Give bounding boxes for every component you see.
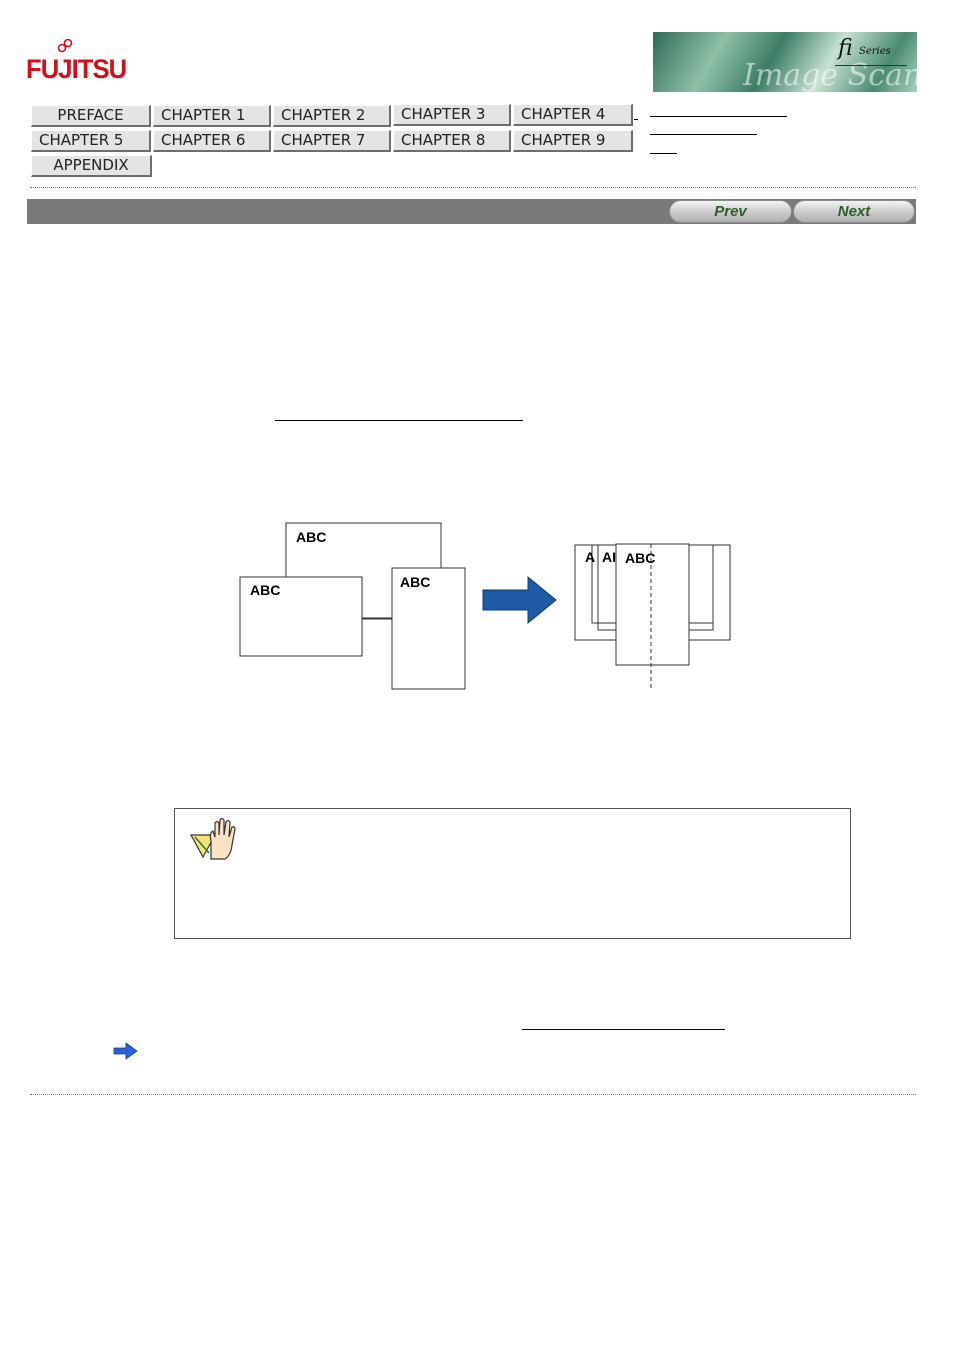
nav-chapter-1[interactable]: CHAPTER 1	[153, 105, 271, 127]
logo-text: FUJITSU	[26, 54, 127, 84]
top-link-1[interactable]	[650, 116, 787, 117]
doc-tall	[391, 567, 466, 690]
logo-rings-icon	[57, 38, 73, 53]
footer-divider	[30, 1094, 916, 1095]
nav-chapter-8[interactable]: CHAPTER 8	[393, 130, 511, 152]
nav-chapter-5[interactable]: CHAPTER 5	[31, 130, 151, 152]
nav-chapter-7[interactable]: CHAPTER 7	[273, 130, 391, 152]
stack-label-2: AI	[602, 549, 616, 565]
fi-series-banner: Image Scanner fi Series	[653, 32, 917, 92]
body-link-1[interactable]	[275, 420, 523, 421]
nav-chapter-2[interactable]: CHAPTER 2	[273, 105, 391, 127]
banner-product-text: Image Scanner	[743, 58, 917, 92]
body-link-2[interactable]	[522, 1029, 725, 1030]
doc-tall-label: ABC	[400, 574, 430, 590]
prev-button[interactable]: Prev	[669, 200, 792, 223]
banner-series-word: Series	[859, 46, 891, 57]
stack-label-3: ABC	[625, 550, 655, 566]
nav-chapter-6[interactable]: CHAPTER 6	[153, 130, 271, 152]
link-dash	[634, 119, 638, 120]
nav-chapter-9[interactable]: CHAPTER 9	[513, 130, 633, 152]
stack-doc-front	[615, 543, 690, 666]
banner-fi-mark: fi	[838, 36, 853, 61]
next-button[interactable]: Next	[793, 200, 915, 223]
top-link-3[interactable]	[650, 153, 677, 154]
fujitsu-logo: FUJITSU	[26, 38, 127, 88]
right-arrow	[482, 575, 557, 625]
doc-medium-label: ABC	[250, 582, 280, 598]
doc-wide-label: ABC	[296, 529, 326, 545]
nav-preface[interactable]: PREFACE	[31, 105, 151, 127]
header-divider	[30, 187, 916, 188]
doc-medium	[239, 576, 363, 657]
banner-underline	[835, 65, 907, 66]
stack-label-1: A	[585, 549, 595, 565]
mixed-documents-diagram: ABC ABC ABC A AI ABC	[238, 520, 738, 692]
nav-chapter-4[interactable]: CHAPTER 4	[513, 104, 633, 126]
nav-appendix[interactable]: APPENDIX	[31, 155, 152, 177]
attention-box	[174, 808, 851, 939]
nav-chapter-3[interactable]: CHAPTER 3	[393, 104, 511, 126]
top-link-2[interactable]	[650, 134, 757, 135]
blue-arrow-icon	[113, 1042, 138, 1060]
attention-hand-icon	[189, 817, 236, 860]
